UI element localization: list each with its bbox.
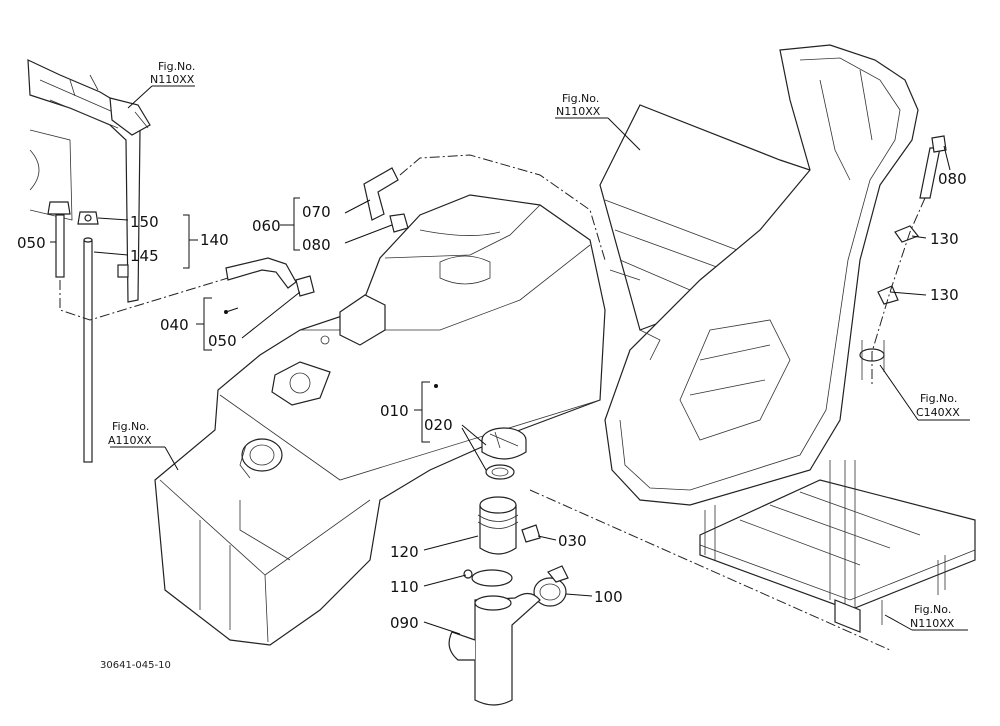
fig-ref-n110-bottom-right: N110XX (910, 617, 955, 630)
fig-ref-n110-top-center: N110XX (556, 105, 601, 118)
label-080-mid: 080 (302, 236, 331, 254)
cab-frame-right (599, 44, 919, 506)
clamp-130-lower (877, 285, 899, 305)
fig-caption-top-center: Fig.No. (562, 92, 599, 105)
bolt-030 (521, 524, 541, 543)
cap-010 (481, 427, 527, 460)
hose-070 (363, 167, 399, 221)
label-040: 040 (160, 316, 189, 334)
label-070: 070 (302, 203, 331, 221)
hose-040 (225, 257, 297, 289)
label-050-left: 050 (17, 234, 46, 252)
hose-090 (448, 592, 541, 706)
filler-neck-120 (477, 496, 519, 555)
hose-080-right (919, 135, 947, 199)
label-060: 060 (252, 217, 281, 235)
fig-caption-a110: Fig.No. (112, 420, 149, 433)
clamp-100 (533, 565, 569, 607)
fuel-tank (154, 194, 606, 646)
frame-fragment-left (27, 59, 151, 303)
fig-ref-a110: A110XX (108, 434, 152, 447)
hose-050-left (47, 201, 71, 278)
label-030: 030 (558, 532, 587, 550)
clip-150 (77, 211, 99, 225)
floor-platform (699, 460, 976, 633)
fig-caption-c140: Fig.No. (920, 392, 957, 405)
fig-caption-bottom-right: Fig.No. (914, 603, 951, 616)
label-080-right: 080 (938, 170, 967, 188)
label-145: 145 (130, 247, 159, 265)
label-100: 100 (594, 588, 623, 606)
fig-caption-top-left: Fig.No. (158, 60, 195, 73)
clamp-130-upper (894, 225, 919, 243)
label-120: 120 (390, 543, 419, 561)
clip-080-mid (389, 213, 409, 233)
fig-ref-n110-top-left: N110XX (150, 73, 195, 86)
label-140: 140 (200, 231, 229, 249)
label-150: 150 (130, 213, 159, 231)
label-020: 020 (424, 416, 453, 434)
leader-lines (50, 85, 970, 635)
label-110: 110 (390, 578, 419, 596)
label-130-lower: 130 (930, 286, 959, 304)
right-route-line (871, 197, 926, 385)
drawing-number: 30641-045-10 (100, 660, 171, 671)
fig-ref-c140: C140XX (916, 406, 960, 419)
vent-route-line (59, 154, 891, 651)
label-130-upper: 130 (930, 230, 959, 248)
label-010: 010 (380, 402, 409, 420)
clip-050-mid (295, 275, 315, 297)
clamp-110 (463, 569, 513, 587)
label-090: 090 (390, 614, 419, 632)
hose-145 (83, 237, 93, 463)
gasket-020 (485, 464, 515, 480)
label-050-mid: 050 (208, 332, 237, 350)
